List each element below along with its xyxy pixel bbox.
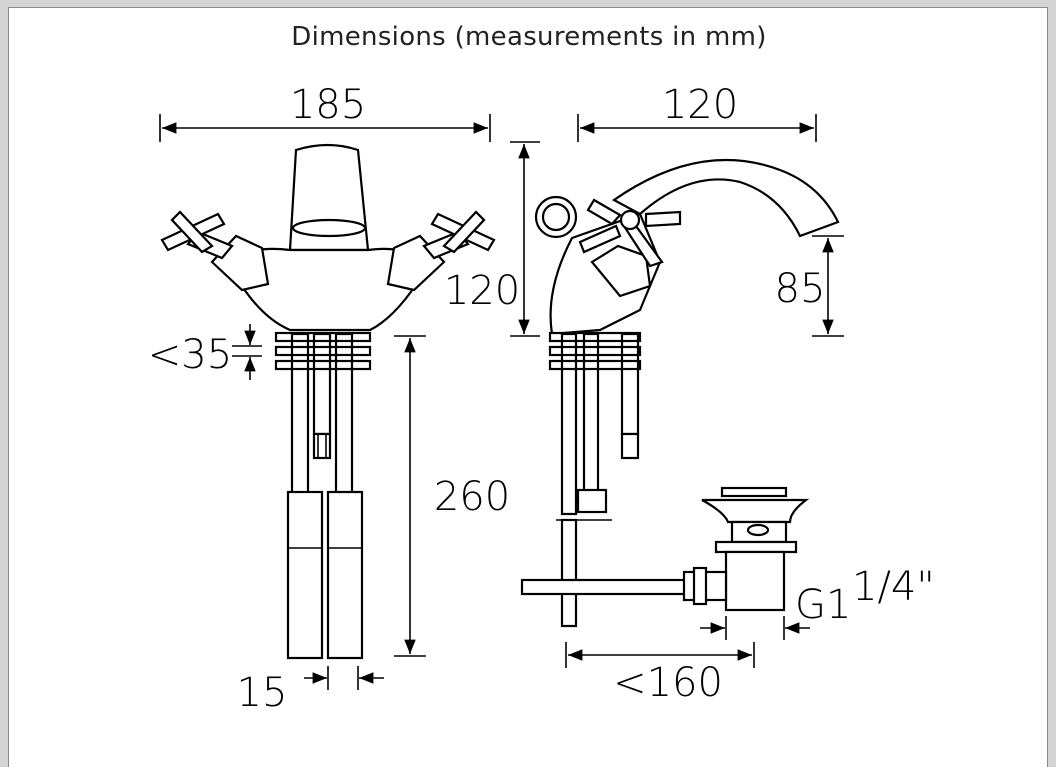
front-view-tap [160, 143, 496, 660]
dim-deck-thickness: <35 [148, 332, 232, 378]
dim-waste-thread-fraction: 1/4" [852, 564, 935, 610]
dim-front-width: 185 [290, 82, 366, 128]
dim-front-height: 120 [444, 268, 520, 314]
dim-waste-thread: G1 [795, 582, 851, 628]
dim-waste-reach: <160 [613, 660, 723, 706]
side-view-tap [520, 158, 840, 628]
diagram-title: Dimensions (measurements in mm) [291, 22, 767, 52]
dim-side-width: 120 [662, 82, 738, 128]
dim-tail-spacing: 15 [237, 670, 288, 716]
dim-tail-length: 260 [434, 474, 510, 520]
dimension-lines: 185 120 120 85 <35 260 15 [148, 82, 935, 716]
dim-spout-height: 85 [775, 266, 826, 312]
